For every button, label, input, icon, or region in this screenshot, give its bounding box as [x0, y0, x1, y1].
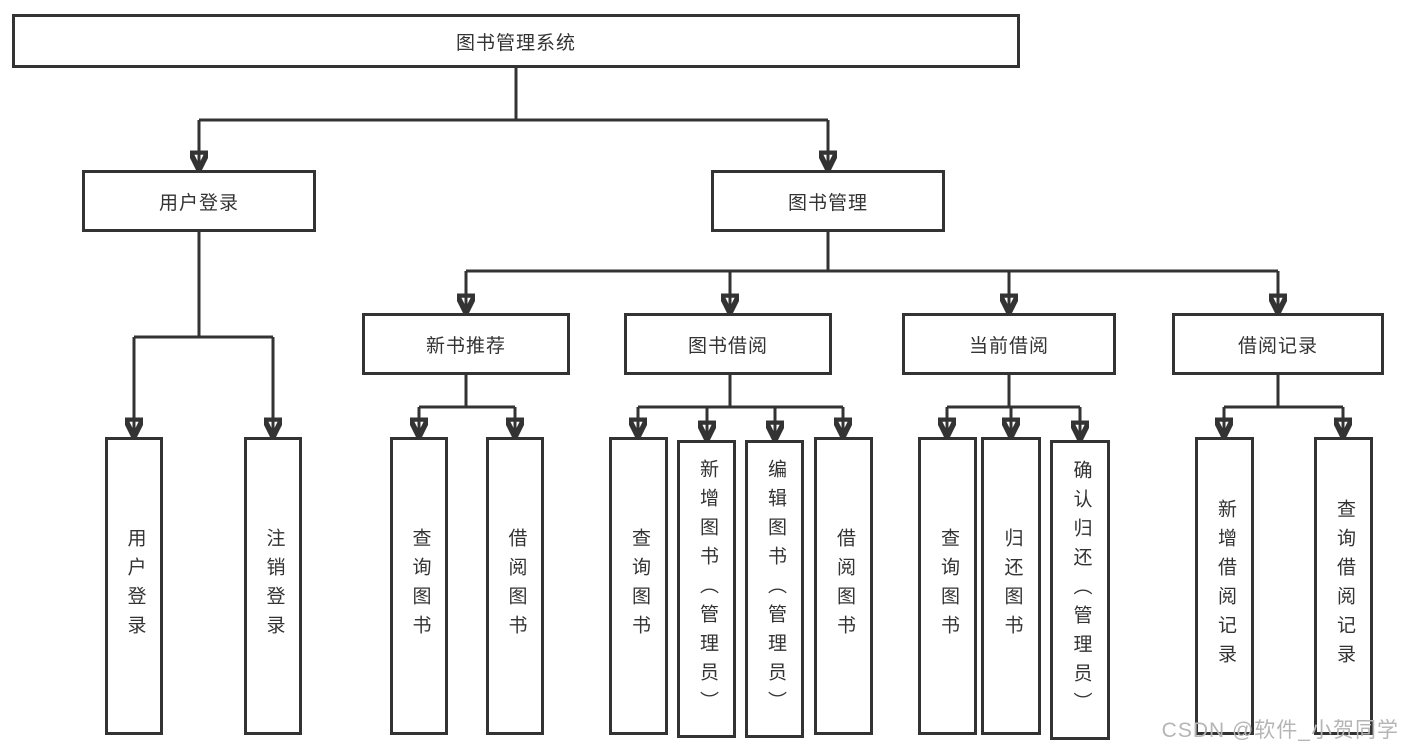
leaf-edit-books-admin: 编辑图书（管理员） — [745, 440, 804, 738]
csdn-watermark: CSDN @软件_小贺同学 — [1161, 719, 1399, 742]
leaf-query-books-3: 查询图书 — [918, 437, 977, 735]
leaf-borrow-books-2: 借阅图书 — [814, 437, 873, 735]
leaf-add-borrow-record: 新增借阅记录 — [1195, 437, 1254, 735]
node-current-borrowing: 当前借阅 — [902, 313, 1116, 375]
connector-trunks — [134, 68, 1343, 409]
leaf-borrow-books-1: 借阅图书 — [486, 437, 544, 735]
leaf-query-books-1: 查询图书 — [390, 437, 448, 735]
leaf-user-login: 用户登录 — [105, 437, 163, 735]
leaf-query-books-2: 查询图书 — [609, 437, 668, 735]
node-book-borrowing: 图书借阅 — [624, 313, 832, 375]
node-borrowing-records: 借阅记录 — [1172, 313, 1384, 375]
leaf-confirm-return-admin: 确认归还（管理员） — [1050, 440, 1110, 740]
leaf-logout: 注销登录 — [244, 437, 302, 735]
node-book-management: 图书管理 — [711, 170, 945, 232]
node-new-book-recommend: 新书推荐 — [362, 313, 570, 375]
leaf-query-borrow-record: 查询借阅记录 — [1314, 437, 1373, 735]
node-user-login: 用户登录 — [82, 170, 316, 232]
node-root: 图书管理系统 — [12, 14, 1020, 68]
leaf-return-books: 归还图书 — [981, 437, 1041, 735]
leaf-add-books-admin: 新增图书（管理员） — [677, 440, 736, 738]
